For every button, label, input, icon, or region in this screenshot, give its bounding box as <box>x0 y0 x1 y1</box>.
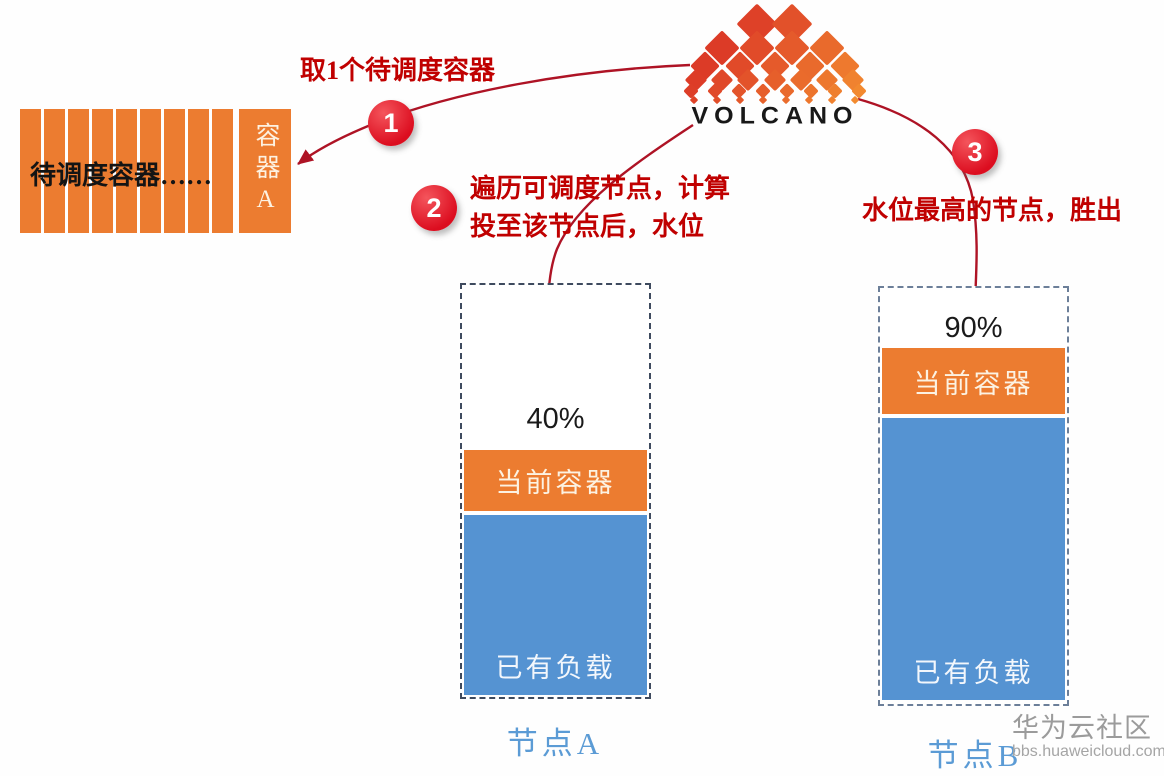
node-b-label: 节点B <box>927 738 1023 773</box>
volcano-logo: VOLCANO <box>680 2 870 134</box>
pending-queue-label: 待调度容器…… <box>30 161 213 190</box>
container-a-bar: 容器A <box>239 109 291 233</box>
step-3-badge: 3 <box>952 129 998 175</box>
pending-container-bar <box>188 109 209 233</box>
pending-container-bar <box>212 109 233 233</box>
node-a-existing-load-block: 已有负载 <box>464 515 647 695</box>
pending-container-queue: 容器A 待调度容器…… <box>20 109 291 233</box>
volcano-logo-text: VOLCANO <box>691 102 859 130</box>
pending-container-bar <box>164 109 185 233</box>
watermark-site: bbs.huaweicloud.com <box>1012 743 1164 760</box>
watermark: 华为云社区 bbs.huaweicloud.com <box>1012 712 1164 760</box>
volcano-logo-icon <box>684 4 866 104</box>
node-b-current-container-block: 当前容器 <box>882 348 1065 414</box>
node-b-box: 90% 当前容器 已有负载 <box>878 286 1069 706</box>
pending-container-bar <box>44 109 65 233</box>
step-2-note-line1: 遍历可调度节点，计算 <box>470 174 731 203</box>
pending-container-bar <box>92 109 113 233</box>
step-2-note-line2: 投至该节点后，水位 <box>470 212 705 241</box>
node-b-existing-load-block: 已有负载 <box>882 418 1065 700</box>
pending-container-bar <box>116 109 137 233</box>
step-3-note: 水位最高的节点，胜出 <box>862 196 1123 225</box>
pending-container-bar <box>68 109 89 233</box>
step-2-note: 遍历可调度节点，计算 投至该节点后，水位 <box>470 170 730 246</box>
node-a-box: 40% 当前容器 已有负载 <box>460 283 651 699</box>
node-a-water-level: 40% <box>526 403 585 435</box>
step-1-badge: 1 <box>368 100 414 146</box>
pending-container-bar <box>20 109 41 233</box>
watermark-community: 华为云社区 <box>1012 713 1152 743</box>
node-b-water-level: 90% <box>944 312 1003 344</box>
step-1-note: 取1个待调度容器 <box>300 56 496 85</box>
container-a-label: 容器A <box>252 122 279 220</box>
step-2-badge: 2 <box>411 185 457 231</box>
pending-container-bars <box>20 109 233 233</box>
pending-container-bar <box>140 109 161 233</box>
node-a-current-container-block: 当前容器 <box>464 450 647 511</box>
node-a-label: 节点A <box>506 726 604 761</box>
